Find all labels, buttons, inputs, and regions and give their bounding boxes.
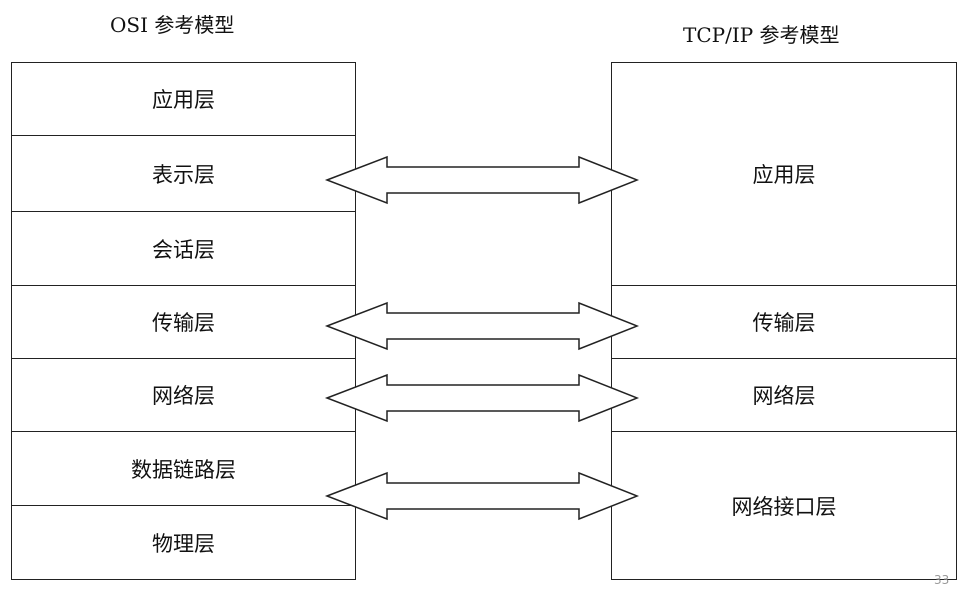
tcpip-transport-layer: 传输层: [612, 285, 956, 358]
osi-application-layer: 应用层: [152, 88, 215, 112]
osi-session-layer: 会话层: [12, 211, 355, 285]
tcpip-model-title: TCP/IP 参考模型: [683, 23, 840, 47]
page-number: 33: [934, 573, 950, 587]
osi-presentation-layer: 表示层: [12, 135, 355, 211]
tcpip-network-interface-layer: 网络接口层: [612, 431, 956, 579]
transport-mapping-arrow: [324, 301, 640, 351]
network-interface-mapping-arrow: [324, 471, 640, 521]
osi-model-title: OSI 参考模型: [110, 13, 235, 37]
osi-data-link-layer: 数据链路层: [12, 431, 355, 505]
network-mapping-arrow: [324, 373, 640, 423]
tcpip-application-layer: 应用层: [752, 163, 816, 187]
osi-physical-layer: 物理层: [12, 505, 355, 579]
osi-transport-layer: 传输层: [12, 285, 355, 358]
application-mapping-arrow: [324, 155, 640, 205]
tcpip-layer-stack: 应用层 传输层 网络层 网络接口层: [611, 62, 957, 580]
osi-layer-stack: 应用层 表示层 会话层 传输层 网络层 数据链路层 物理层: [11, 62, 356, 580]
osi-network-layer: 网络层: [12, 358, 355, 431]
tcpip-network-layer: 网络层: [612, 358, 956, 431]
